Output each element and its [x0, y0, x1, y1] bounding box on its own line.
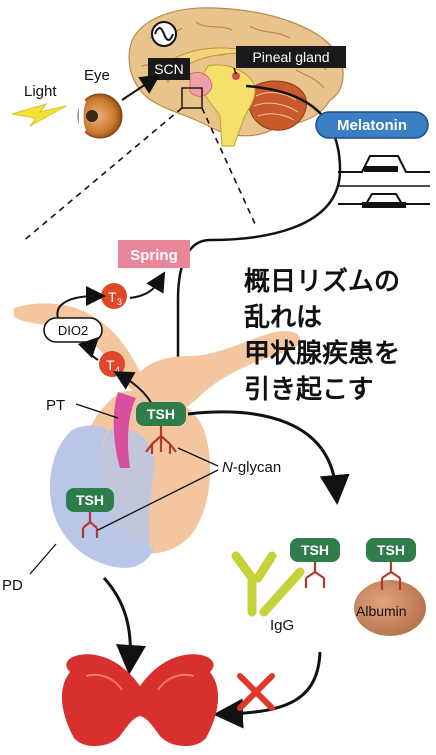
caption-line-3: 甲状腺疾患を: [244, 338, 400, 369]
eye-to-scn-arrow: [121, 74, 161, 101]
melatonin-text: Melatonin: [337, 117, 407, 134]
eye-icon: [77, 93, 123, 139]
scn-label: SCN: [148, 58, 190, 80]
pt-band: [113, 392, 136, 468]
n-glycan-label: N-glycan: [222, 459, 281, 476]
caption-line-4: 引き起こす: [244, 375, 373, 405]
zoom-line-left: [21, 107, 183, 243]
light-label: Light: [24, 83, 57, 100]
caption-line-2: 乱れは: [244, 303, 322, 333]
t4-circle: T 4: [99, 351, 125, 377]
t4-base-text: T: [106, 357, 115, 373]
zoom-box: [181, 87, 203, 109]
t3-circle: T 3: [101, 283, 127, 309]
igg-label: IgG: [270, 617, 294, 634]
thyroid-icon: [61, 654, 219, 747]
tsh-albumin-text: TSH: [377, 542, 405, 558]
pineal-gland-label: Pineal gland: [236, 46, 346, 68]
tsh-albumin-badge: TSH: [366, 538, 416, 562]
igg-icon: [231, 551, 305, 617]
t4-to-dio2-arrow: [77, 336, 100, 361]
melatonin-badge: Melatonin: [315, 111, 429, 139]
circulation-to-thyroid-arrow: [213, 651, 322, 729]
glycan-pt-icon: [145, 426, 177, 454]
circadian-wave-icon: [151, 21, 177, 47]
pd-label: PD: [2, 577, 23, 594]
glycan-pd-icon: [81, 512, 99, 538]
albumin-label: Albumin: [356, 603, 407, 619]
tsh-pd-badge: TSH: [66, 488, 114, 512]
spring-badge: Spring: [118, 240, 190, 268]
pt-label: PT: [46, 397, 65, 414]
albumin-blob: [354, 580, 426, 636]
dio2-pill: DIO2: [43, 317, 103, 343]
t3-to-spring-arrow: [129, 271, 166, 299]
melatonin-rhythm-icon: [338, 155, 430, 208]
tsh-pt-badge: TSH: [136, 402, 186, 426]
t3-base-text: T: [108, 289, 117, 305]
tsh-igg-badge: TSH: [290, 538, 340, 562]
eye-label: Eye: [84, 67, 110, 84]
glycan-albumin-icon: [380, 562, 402, 590]
glycan-igg-icon: [304, 562, 326, 588]
pineal-gland-text: Pineal gland: [252, 49, 329, 65]
t3-sub-text: 3: [117, 297, 122, 307]
tsh-pd-text: TSH: [76, 492, 104, 508]
lightning-icon: [11, 103, 67, 127]
pd-to-thyroid-arrow: [102, 576, 146, 675]
tsh-to-t4-arrow: [113, 371, 153, 405]
pd-lobe-inner: [97, 428, 155, 553]
tsh-pt-text: TSH: [147, 406, 175, 422]
tsh-to-circulation-arrow: [187, 410, 350, 505]
t4-sub-text: 4: [115, 365, 120, 375]
spring-text: Spring: [130, 247, 178, 264]
caption-line-1: 概日リズムの: [244, 266, 400, 297]
tsh-igg-text: TSH: [301, 542, 329, 558]
dio2-to-t3-arrow: [56, 286, 106, 319]
caption-block: 概日リズムの 乱れは 甲状腺疾患を 引き起こす: [244, 266, 400, 405]
scn-text: SCN: [154, 61, 184, 77]
dio2-text: DIO2: [58, 323, 88, 338]
cross-icon: [237, 673, 275, 711]
